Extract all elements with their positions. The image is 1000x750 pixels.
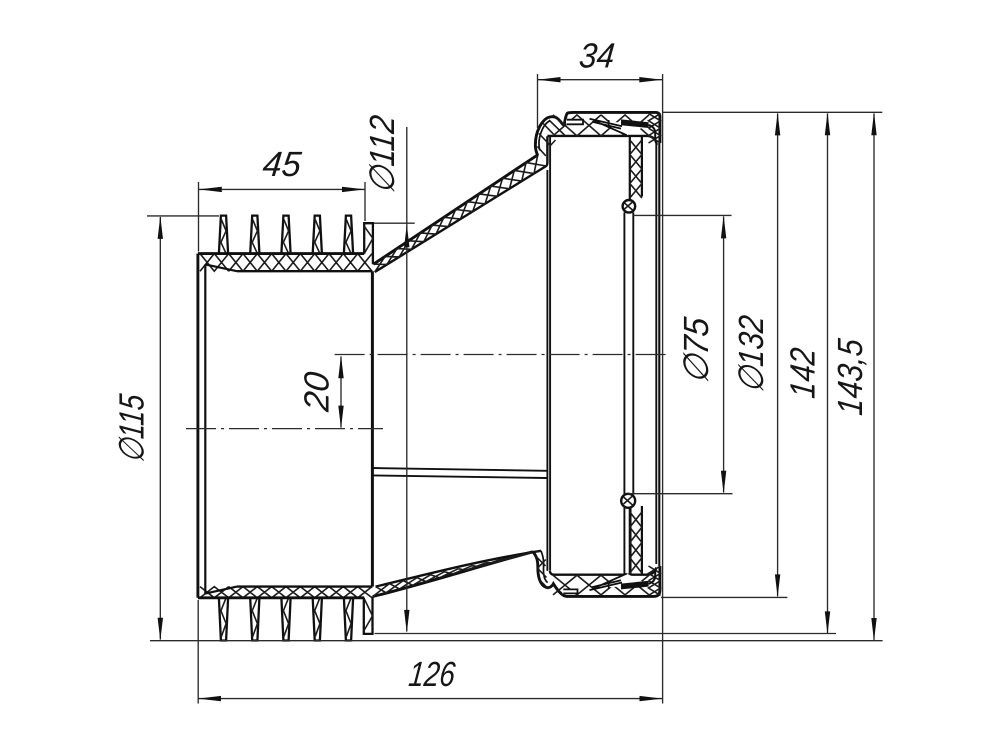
svg-text:143,5: 143,5 <box>831 337 870 418</box>
svg-text:20: 20 <box>298 369 337 414</box>
svg-text:142: 142 <box>784 346 823 400</box>
svg-text:34: 34 <box>577 37 616 76</box>
svg-text:45: 45 <box>261 145 304 184</box>
svg-text:∅75: ∅75 <box>677 315 716 386</box>
svg-text:∅132: ∅132 <box>732 313 771 394</box>
svg-text:∅112: ∅112 <box>363 113 402 195</box>
svg-text:126: 126 <box>407 655 457 694</box>
svg-text:∅115: ∅115 <box>113 392 152 464</box>
